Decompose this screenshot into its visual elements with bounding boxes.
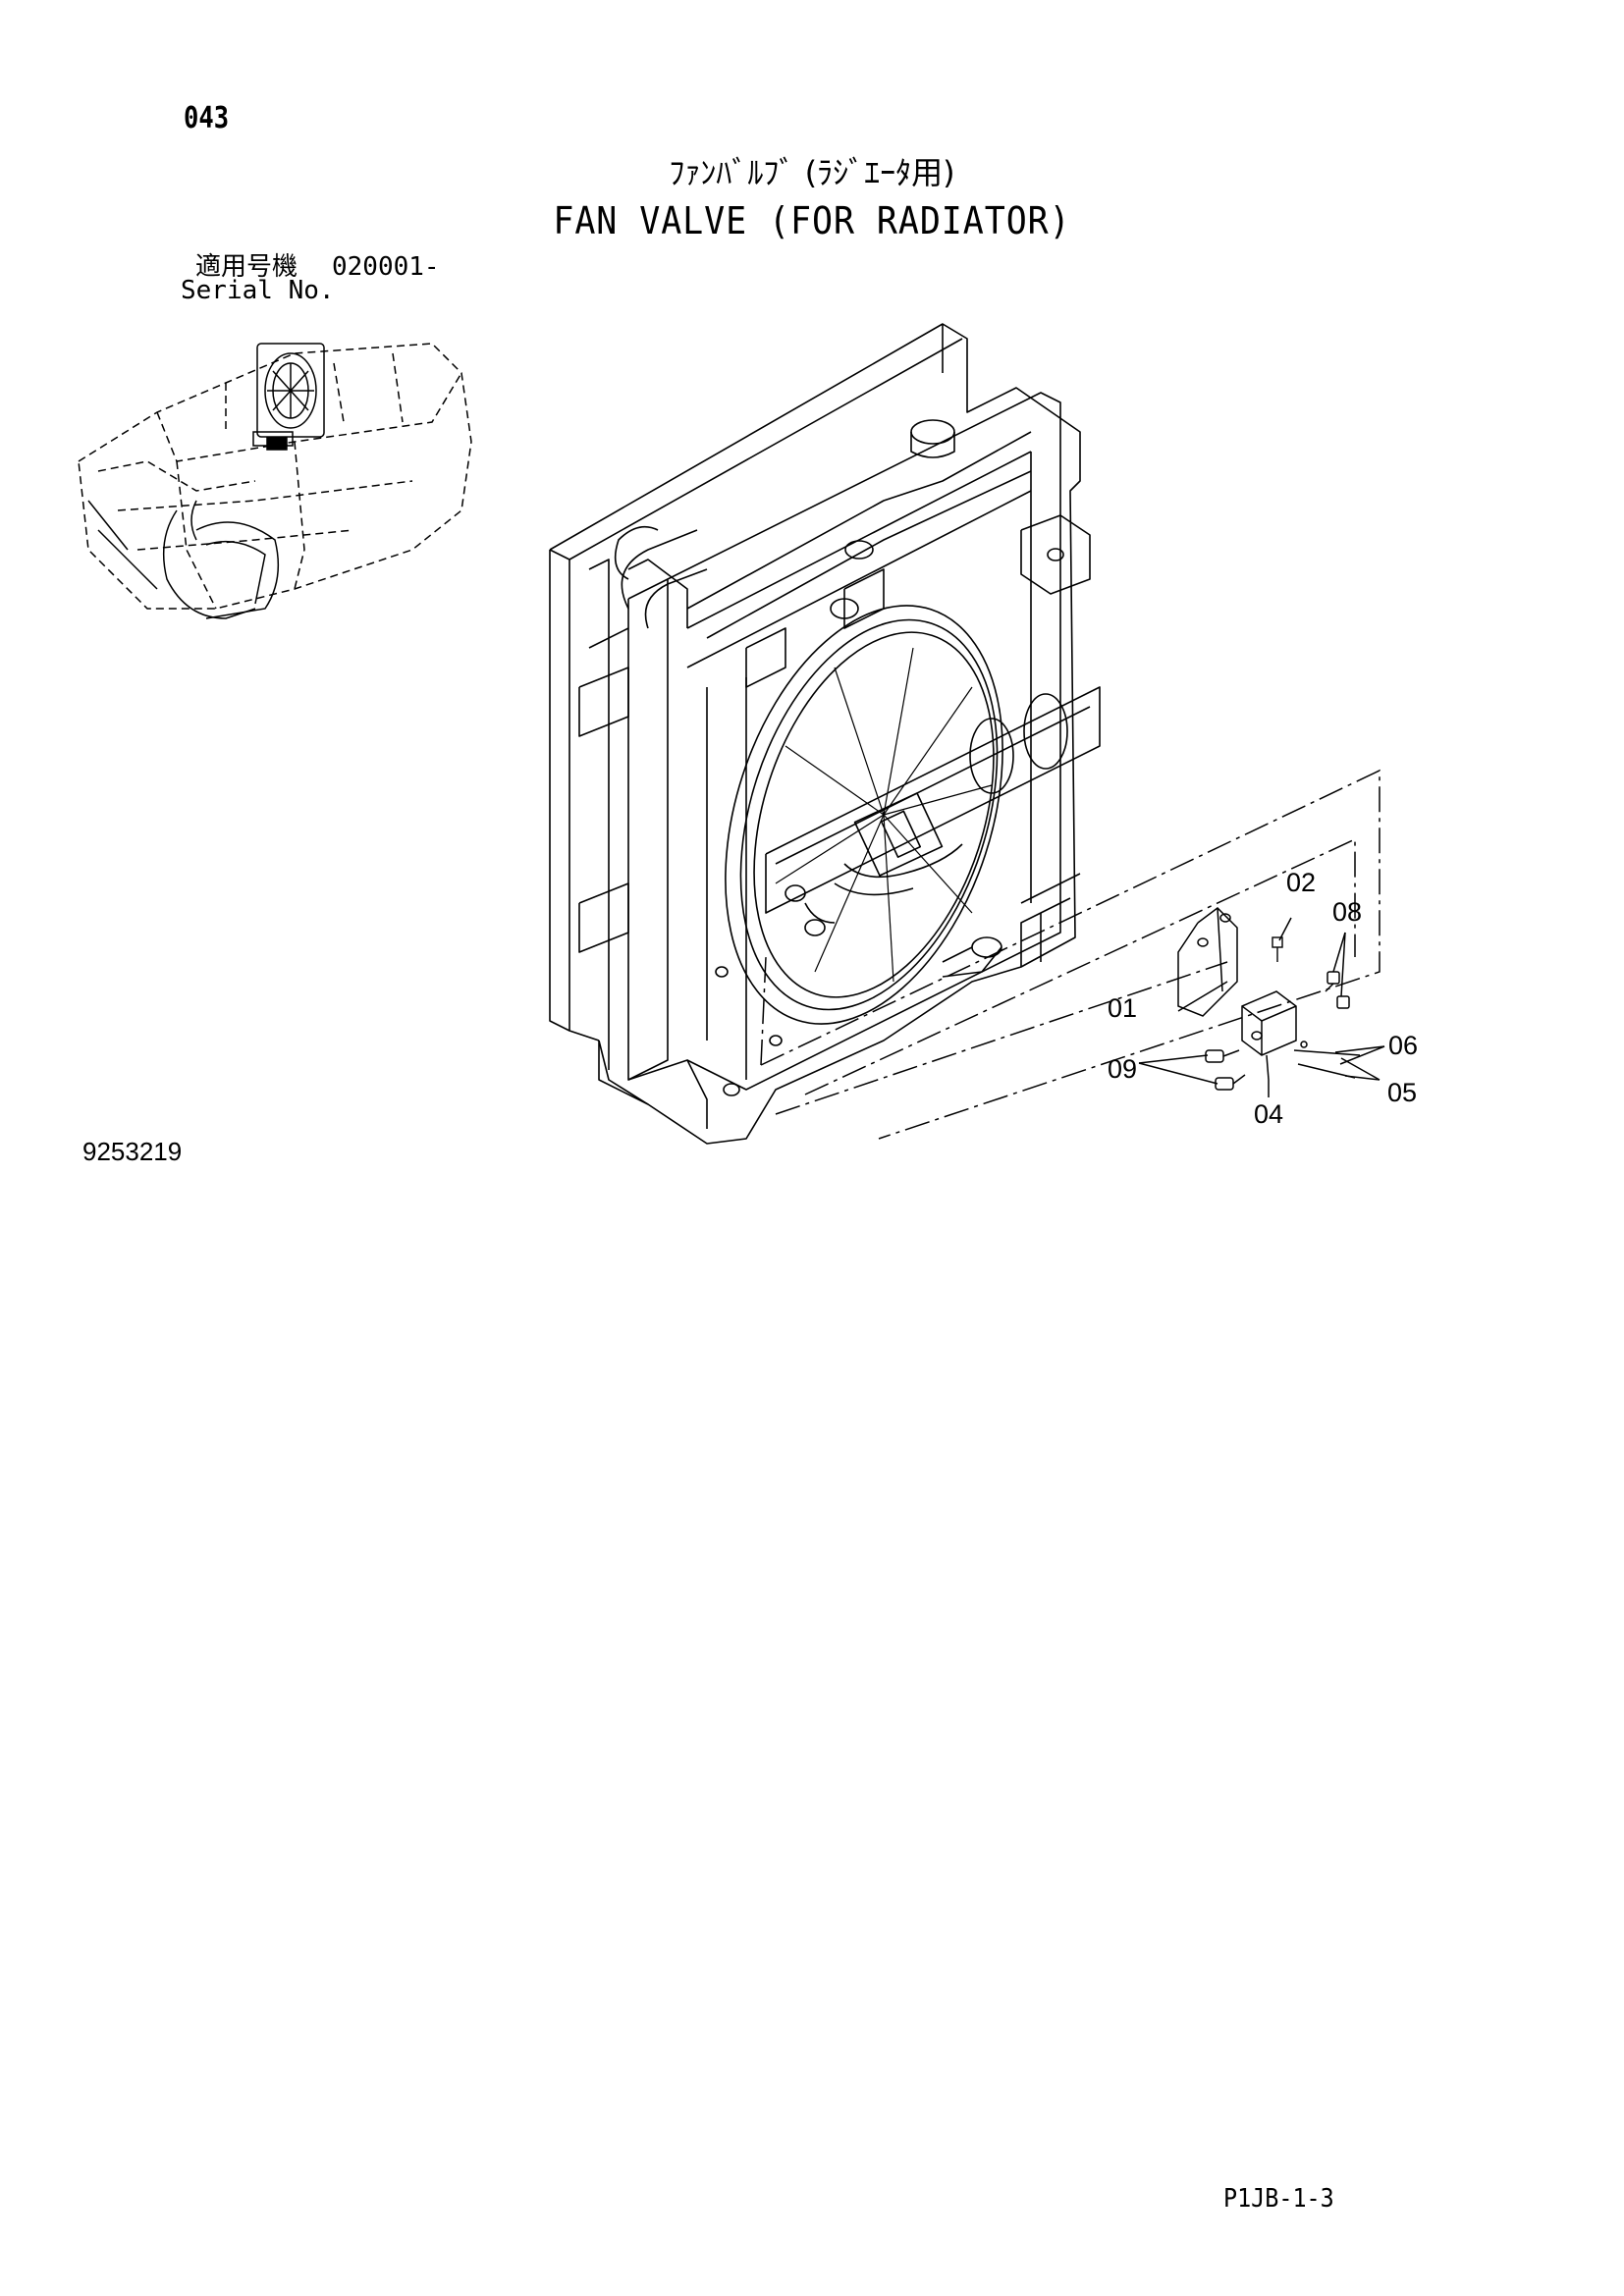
callout-08: 08 — [1332, 897, 1363, 927]
drawing-number: 9253219 — [82, 1137, 183, 1166]
callout-04: 04 — [1254, 1099, 1284, 1129]
title-english: FAN VALVE (FOR RADIATOR) — [553, 199, 1071, 242]
callout-09: 09 — [1108, 1054, 1138, 1084]
sheet-code: P1JB-1-3 — [1223, 2184, 1334, 2214]
serial-label-japanese: 適用号機 — [195, 252, 298, 282]
callout-01: 01 — [1108, 993, 1138, 1023]
title-japanese: ﾌｧﾝﾊﾞﾙﾌﾞ (ﾗｼﾞｴｰﾀ用) — [669, 154, 955, 191]
serial-label-english: Serial No. — [181, 276, 335, 305]
callout-02: 02 — [1286, 868, 1317, 897]
callout-05: 05 — [1387, 1078, 1418, 1107]
serial-number-value: 020001- — [332, 252, 440, 282]
page-number: 043 — [184, 101, 230, 135]
callout-06: 06 — [1388, 1031, 1419, 1060]
